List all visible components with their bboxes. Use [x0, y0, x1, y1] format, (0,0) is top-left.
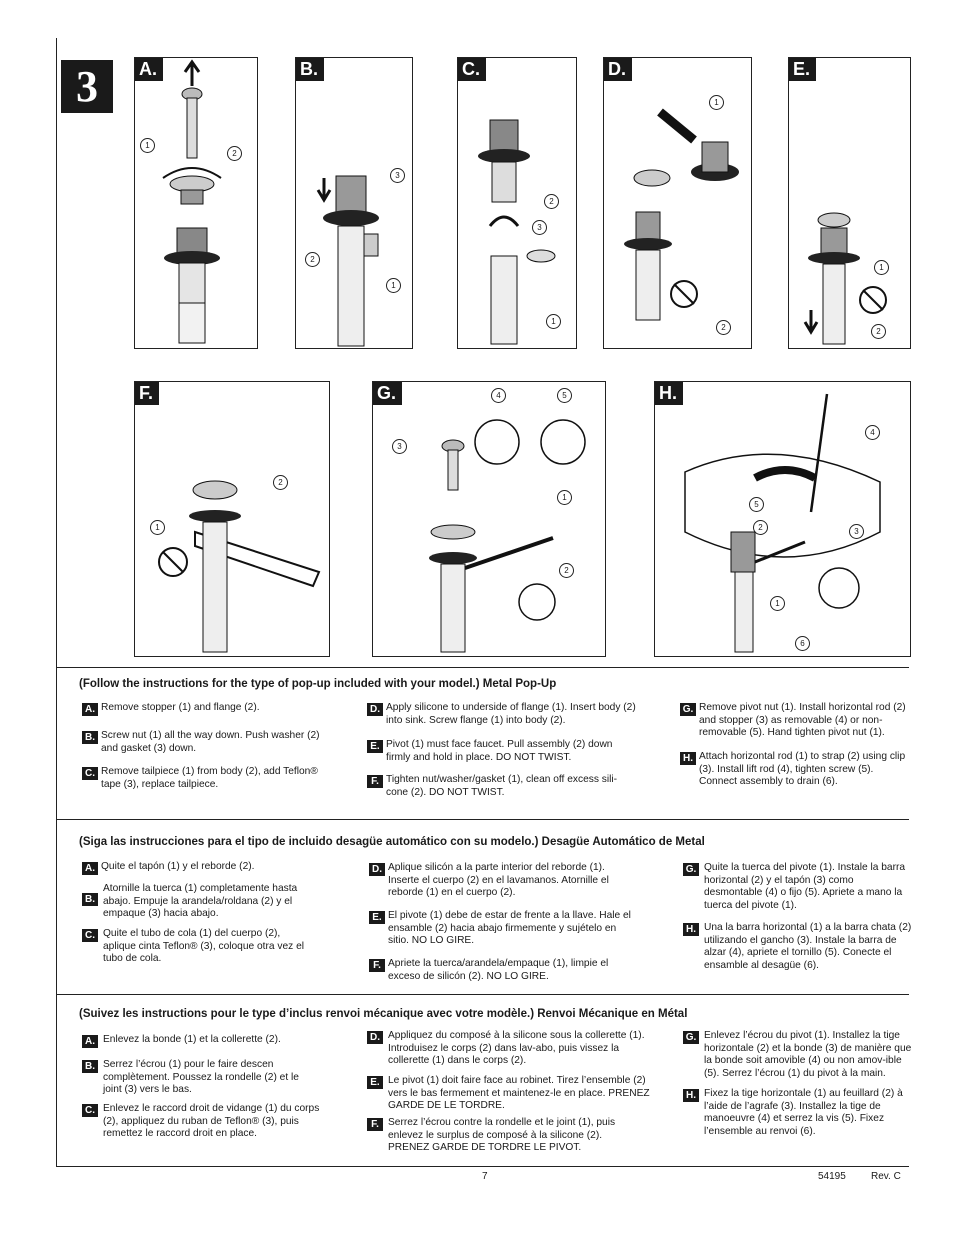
- panel-h: H. 4 5 2 3 1 6: [654, 381, 911, 657]
- illustration-apply-silicone: [624, 108, 739, 321]
- panel-label: E.: [789, 58, 817, 81]
- callout-1: 1: [709, 95, 724, 110]
- callout-2: 2: [305, 252, 320, 267]
- callout-3: 3: [392, 439, 407, 454]
- panel-label: C.: [458, 58, 486, 81]
- english-title: (Follow the instructions for the type of…: [79, 678, 557, 690]
- callout-4: 4: [865, 425, 880, 440]
- callout-1: 1: [770, 596, 785, 611]
- callout-5: 5: [557, 388, 572, 403]
- spanish-title: (Siga las instrucciones para el tipo de …: [79, 836, 705, 848]
- callout-2: 2: [716, 320, 731, 335]
- panel-e: E. 1 2: [788, 57, 911, 349]
- panel-label: G.: [373, 382, 403, 405]
- callout-2: 2: [544, 194, 559, 209]
- callout-1: 1: [150, 520, 165, 535]
- callout-5: 5: [749, 497, 764, 512]
- illustration-tighten-nut: [158, 480, 321, 653]
- section-divider-3: [56, 994, 909, 995]
- step-number: 3: [61, 60, 113, 113]
- panel-label: H.: [655, 382, 683, 405]
- illustration-replace-tailpiece: [478, 119, 556, 345]
- section-divider-4: [56, 1166, 909, 1167]
- panel-d: D. 1 2: [603, 57, 752, 349]
- callout-2: 2: [871, 324, 886, 339]
- callout-1: 1: [546, 314, 561, 329]
- section-divider-1: [56, 667, 909, 668]
- callout-6: 6: [795, 636, 810, 651]
- panel-f: F. 2 1: [134, 381, 330, 657]
- revision: Rev. C: [871, 1171, 901, 1182]
- callout-1: 1: [874, 260, 889, 275]
- callout-2: 2: [227, 146, 242, 161]
- french-title: (Suivez les instructions pour le type d’…: [79, 1008, 688, 1020]
- panel-label: F.: [135, 382, 160, 405]
- panel-b: B. 3 2 1: [295, 57, 413, 349]
- panel-label: D.: [604, 58, 632, 81]
- panel-label: B.: [296, 58, 324, 81]
- callout-1: 1: [557, 490, 572, 505]
- left-margin-rule: [56, 38, 57, 1166]
- illustration-remove-stopper: [162, 59, 222, 344]
- panel-label: A.: [135, 58, 163, 81]
- callout-2: 2: [273, 475, 288, 490]
- panel-g: G. 4 5 3 1 2: [372, 381, 606, 657]
- callout-3: 3: [390, 168, 405, 183]
- panel-a: A. 1 2: [134, 57, 258, 349]
- callout-2: 2: [559, 563, 574, 578]
- illustration-attach-lift-rod: [684, 393, 881, 653]
- page-number: 7: [482, 1171, 488, 1182]
- callout-2: 2: [753, 520, 768, 535]
- section-divider-2: [56, 819, 909, 820]
- callout-1: 1: [140, 138, 155, 153]
- illustration-install-horizontal-rod: [429, 419, 586, 653]
- callout-1: 1: [386, 278, 401, 293]
- illustration-screw-nut-down: [316, 175, 379, 347]
- callout-3: 3: [849, 524, 864, 539]
- panel-c: C. 2 3 1: [457, 57, 577, 349]
- callout-3: 3: [532, 220, 547, 235]
- illustration-pull-assembly-down: [803, 212, 887, 345]
- document-code: 54195: [818, 1171, 846, 1182]
- callout-4: 4: [491, 388, 506, 403]
